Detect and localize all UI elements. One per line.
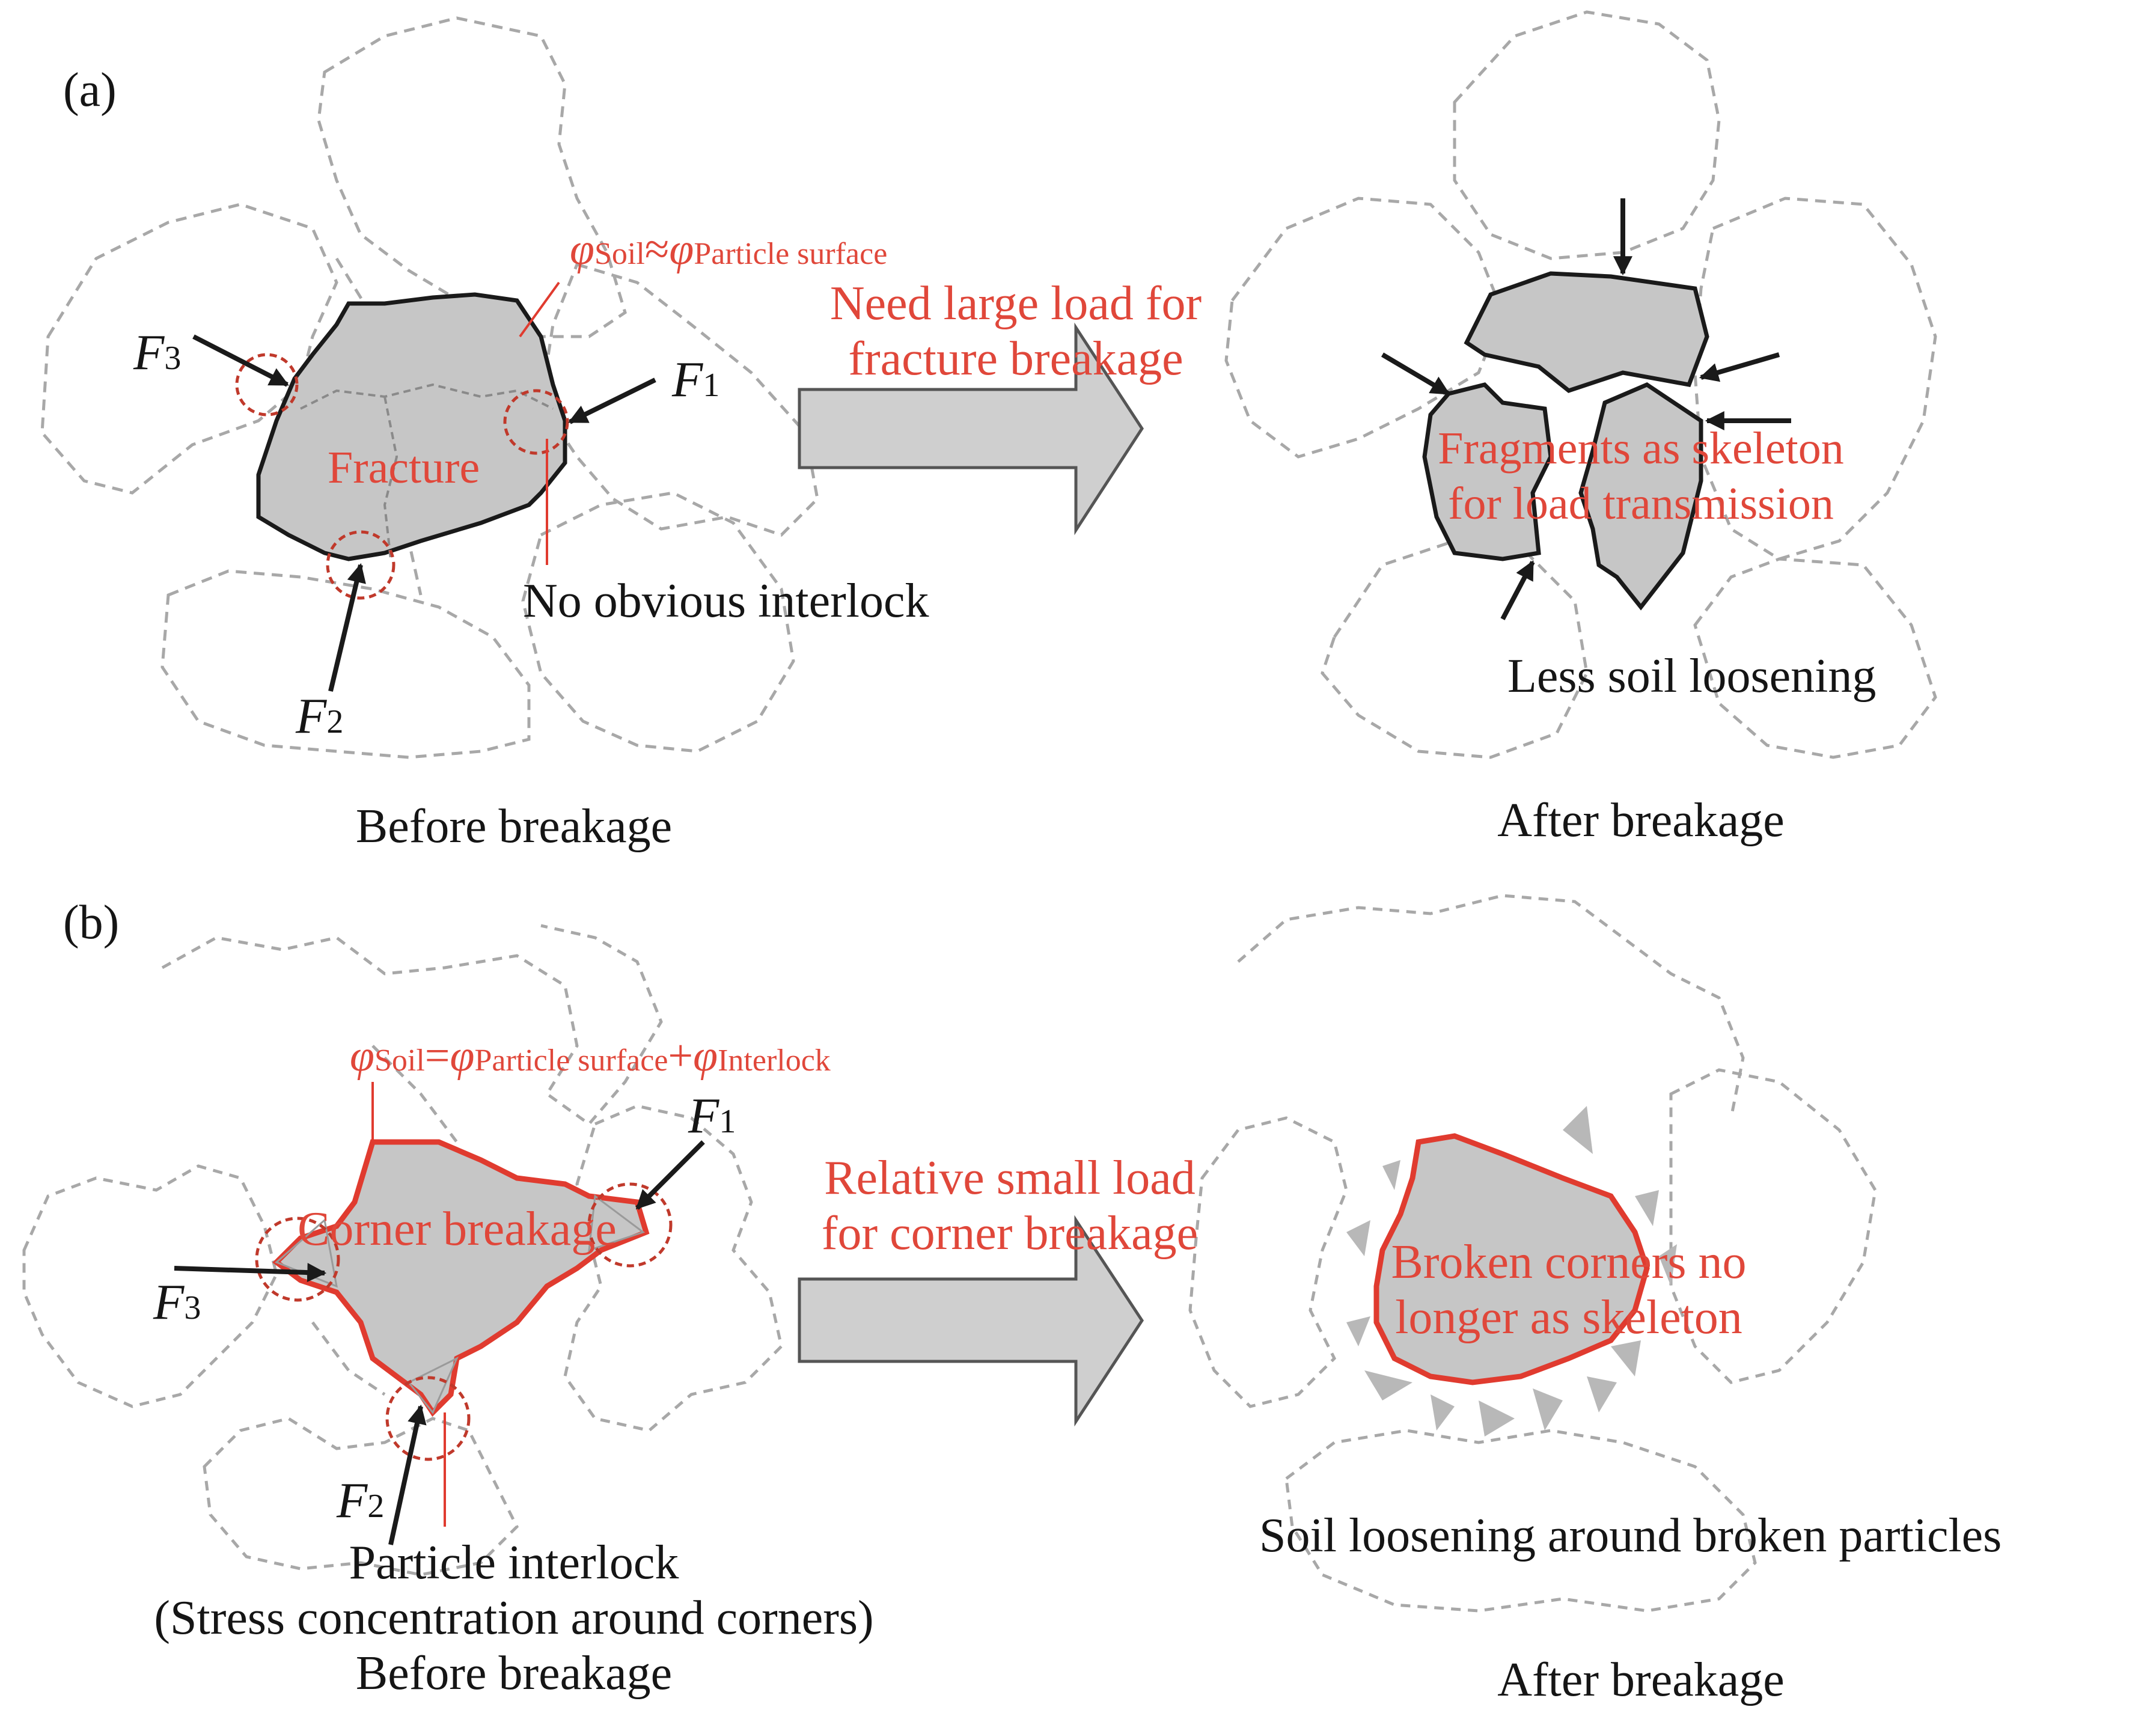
no-interlock-label: No obvious interlock [523,575,929,628]
force-label-f1-a: F1 [672,352,720,408]
neighbor-grain [1224,197,1504,459]
force-arrow-f1 [568,377,656,424]
arrow-a-caption-1: Need large load for [829,277,1202,330]
arrow-b-caption-2: for corner breakage [821,1207,1199,1260]
contact-zone-f1 [587,1182,673,1268]
fragments-caption-1: Fragments as skeleton [1438,423,1844,474]
arrow-a-caption-2: fracture breakage [848,332,1183,385]
arrow-b-caption-1: Relative small load [824,1152,1196,1205]
force-arrow-f2 [328,563,366,692]
fragments-caption-2: for load transmission [1448,478,1834,529]
corner-fragment [1635,1190,1659,1226]
neighbor-grain [1321,539,1589,759]
interlock-caption-1: Particle interlock [349,1536,679,1589]
broken-corners-caption-2: longer as skeleton [1395,1291,1742,1344]
panel-a-after-neighbors [1224,10,1937,759]
corner-fragment [1563,1106,1593,1154]
neighbor-grain [1237,894,1745,1119]
neighbor-grain [563,1104,783,1432]
loosening-around-label: Soil loosening around broken particles [1259,1509,2002,1562]
rounded-broken-particle [1373,1133,1650,1385]
corner-fragment [1587,1376,1617,1412]
neighbor-grain [160,569,531,759]
force-label-f3-a: F3 [133,325,182,380]
force-label-f3-b: F3 [153,1274,201,1330]
neighbor-grain [40,203,338,495]
force-arrow-f1 [635,1140,705,1210]
before-caption-b: Before breakage [355,1647,673,1700]
after-caption-a: After breakage [1497,794,1785,847]
after-caption-b: After breakage [1497,1654,1785,1706]
broken-corner-fragments [1346,1106,1677,1437]
corner-breakage-label: Corner breakage [298,1203,617,1256]
force-arrow [1699,352,1780,382]
corner-fragment [1364,1370,1412,1400]
leader-lines-a [519,281,560,565]
force-label-f2-b: F2 [337,1473,385,1528]
neighbor-grain [1693,197,1937,561]
neighbor-grain [1693,557,1937,759]
force-arrow-f3 [174,1263,327,1283]
panel-b-before-neighbors [22,924,783,1577]
neighbor-grain [1453,10,1721,260]
neighbor-grain [1284,1429,1757,1613]
contact-zones-b [255,1182,673,1461]
angular-particle [272,1139,650,1417]
panel-b-equation: φSoil=φParticle surface+φInterlock [350,1031,831,1081]
corner-fragment [1533,1388,1563,1431]
contact-zone-f2 [385,1376,471,1461]
contact-zone-f1 [503,389,569,455]
fracture-label: Fracture [328,442,480,493]
before-caption-a: Before breakage [355,800,673,853]
neighbor-grain [1188,1116,1348,1408]
contact-zones-a [235,353,569,600]
force-arrows-a-after [1381,198,1791,620]
corner-fragment [1382,1160,1400,1190]
neighbor-grain [311,1321,386,1396]
contact-zone-f2 [326,530,395,600]
fragment-right [1578,382,1703,611]
neighbor-grain [203,1417,519,1577]
contact-zone-f3 [255,1217,340,1302]
fracture-line [300,383,554,560]
corner-fragment [1611,1340,1641,1376]
corner-fragment [1659,1244,1677,1286]
force-label-f1-b: F1 [688,1088,736,1144]
neighbor-grain [371,1045,458,1143]
neighbor-grain [317,16,627,338]
interlock-caption-2: (Stress concentration around corners) [154,1592,874,1644]
neighbor-grain [1669,1068,1877,1384]
force-arrows-b [174,1140,705,1545]
force-label-f2-a: F2 [296,688,344,744]
process-arrow-b [798,1215,1144,1427]
process-arrow-a [798,322,1144,536]
corner-fragment [1346,1316,1370,1346]
fragments [1422,271,1709,611]
corner-fragment [1479,1400,1515,1437]
fragment-top [1464,271,1709,393]
neighbor-grain [161,924,663,1126]
force-arrow [1500,560,1535,620]
fragment-left [1422,382,1553,561]
panel-a-tag: (a) [63,64,117,117]
leader-surface [519,281,560,338]
force-arrow-f3 [192,334,289,387]
leader-lines-b [371,1082,446,1527]
neighbor-grain [22,1164,278,1408]
panel-b-tag: (b) [63,896,120,949]
less-loosening-label: Less soil loosening [1507,650,1877,703]
contact-zone-f3 [235,353,299,417]
neighbor-grain [539,262,819,537]
panel-a-equation: φSoil≈φParticle surface [570,225,888,274]
force-arrow [1381,352,1450,396]
corner-fragment [1346,1220,1370,1256]
corner-fragment [1431,1394,1455,1431]
panel-b-after-neighbors [1188,894,1877,1613]
force-arrow-f2 [388,1404,427,1545]
broken-corners-caption-1: Broken corners no [1391,1236,1747,1289]
intact-particle [256,292,567,561]
force-arrows-a [192,334,656,692]
